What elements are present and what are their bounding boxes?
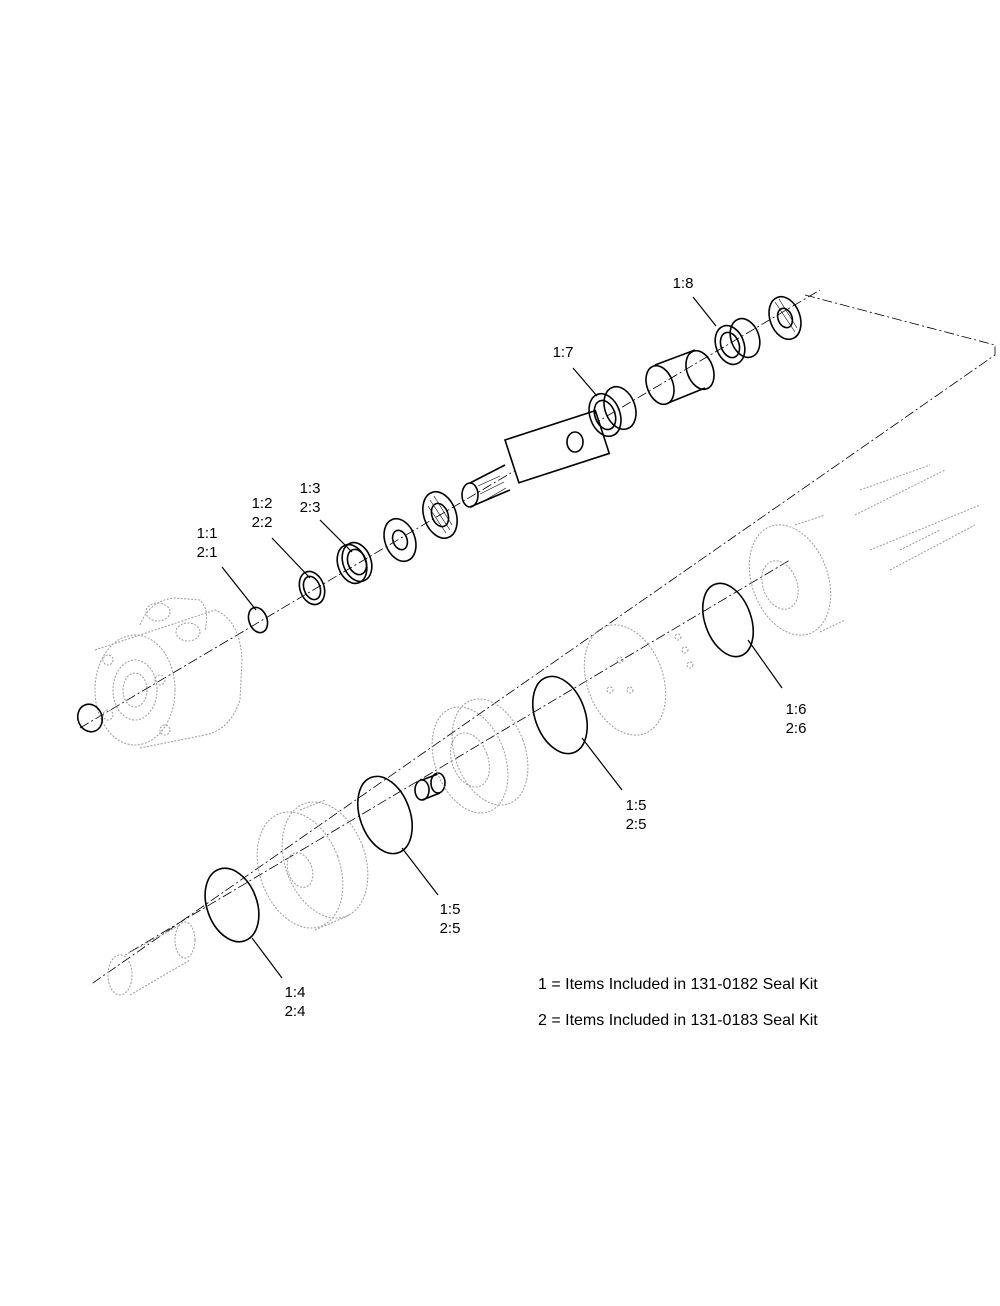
callout-6-line2: 2:6 [786, 720, 807, 737]
thrust-washer [383, 517, 417, 563]
callout-3-line2: 2:3 [300, 499, 321, 516]
callout-7-line1: 1:5 [626, 797, 647, 814]
manifold-plate [256, 799, 369, 931]
washer-1-2-inner [302, 575, 322, 601]
callout-1-line2: 2:1 [197, 544, 218, 561]
valve-pins [674, 633, 694, 669]
callout-3-line1: 1:3 [300, 480, 321, 497]
callout-8-line1: 1:5 [440, 901, 461, 918]
front-o-ring [76, 703, 104, 733]
wear-plate [583, 624, 667, 736]
seal-1-1 [247, 606, 269, 634]
callout-1: 1:1 2:1 [197, 525, 218, 561]
leader-lines [221, 296, 783, 979]
thrust-bearing-front [422, 490, 458, 540]
o-ring-1-5-lower [357, 775, 413, 855]
needle-bearing-1-7 [588, 385, 637, 438]
thrust-bearing-rear [768, 295, 802, 341]
o-ring-1-6 [701, 582, 755, 658]
o-ring-1-4 [204, 867, 260, 943]
callout-8-line2: 2:5 [440, 920, 461, 937]
output-shaft [461, 409, 611, 508]
callout-4-line1: 1:7 [553, 344, 574, 361]
callout-6: 1:6 2:6 [786, 701, 807, 737]
end-cap [748, 514, 846, 636]
legend-line-1: 1 = Items Included in 131-0182 Seal Kit [538, 976, 818, 993]
motor-housing [94, 597, 243, 749]
needle-bearing-1-8 [714, 317, 761, 366]
callout-9: 1:4 2:4 [285, 984, 306, 1020]
callout-2-line2: 2:2 [252, 514, 273, 531]
cap-bolts [854, 464, 981, 571]
bushing [645, 349, 715, 406]
callout-1-line1: 1:1 [197, 525, 218, 542]
callout-6-line1: 1:6 [786, 701, 807, 718]
washer-1-2 [298, 570, 326, 606]
drive-shaft [107, 921, 196, 996]
callout-8: 1:5 2:5 [440, 901, 461, 937]
callout-9-line2: 2:4 [285, 1003, 306, 1020]
seal-1-3 [336, 541, 373, 585]
callout-5: 1:8 [673, 275, 694, 292]
callout-2: 1:2 2:2 [252, 495, 273, 531]
callout-2-line1: 1:2 [252, 495, 273, 512]
assembly-centerline-frame [79, 289, 996, 986]
gerotor [431, 698, 529, 814]
callout-7: 1:5 2:5 [626, 797, 647, 833]
legend-line-2: 2 = Items Included in 131-0183 Seal Kit [538, 1012, 818, 1029]
seal-kit-legend: 1 = Items Included in 131-0182 Seal Kit … [538, 976, 818, 1029]
callout-5-line1: 1:8 [673, 275, 694, 292]
callout-4: 1:7 [553, 344, 574, 361]
o-ring-1-5-upper [532, 675, 588, 755]
callout-9-line1: 1:4 [285, 984, 306, 1001]
callout-7-line2: 2:5 [626, 816, 647, 833]
spacer [414, 772, 446, 801]
callout-3: 1:3 2:3 [300, 480, 321, 516]
